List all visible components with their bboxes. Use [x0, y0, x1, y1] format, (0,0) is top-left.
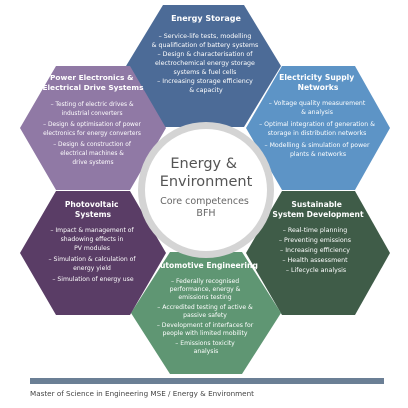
center-circle-face [145, 129, 267, 251]
hexagon-electricity-supply: Electricity Supply Networks – Voltage qu… [246, 66, 390, 190]
hexagon-item: shadowing effects in [61, 236, 124, 243]
hexagon-item: systems & fuel cells [174, 69, 237, 76]
hexagon-items: – Impact & management of shadowing effec… [49, 227, 138, 283]
hexagon-item: passive safety [183, 312, 227, 319]
hexagon-item: electrical machines & [60, 151, 124, 157]
hexagon-item: – Impact & management of [50, 227, 134, 234]
hexagon-item: people with limited mobility [163, 330, 248, 337]
hexagon-item: energy yield [73, 265, 111, 272]
hexagon-item: – Design & optimisation of power [43, 122, 141, 128]
hexagon-item: – Increasing storage efficiency [157, 78, 253, 85]
hexagon-title-line: System Development [272, 210, 364, 219]
hexagon-shape [126, 5, 281, 127]
hexagon-item: – Design & characterisation of [158, 51, 254, 58]
hexagon-item: – Increasing efficiency [280, 247, 350, 254]
hexagon-item: – Simulation of energy use [52, 276, 133, 283]
hexagon-title: Sustainable System Development [272, 200, 364, 219]
hexagon-item: – Optimal integration of generation & [259, 121, 375, 128]
hexagon-item: – Design & construction of [53, 142, 132, 148]
hexagon-item: – Real-time planning [283, 227, 348, 234]
hexagon-shape [246, 191, 390, 315]
hexagon-title-line: Energy Storage [171, 14, 241, 23]
hexagon-items: – Real-time planning – Preventing emissi… [279, 227, 353, 274]
hexagon-title-line: Power Electronics & [50, 73, 134, 82]
hexagon-item: – Service-life tests, modelling [159, 33, 252, 40]
hexagon-item: – Emissions toxicity [175, 340, 235, 347]
hexagon-items: – Testing of electric drives & industria… [43, 102, 143, 166]
center-title-line: Environment [160, 174, 253, 190]
hexagon-title-line: Automotive Engineering [154, 261, 258, 270]
hexagon-item: electrochemical energy storage [155, 60, 255, 67]
hexagon-shape [20, 191, 166, 315]
hexagon-automotive-engineering: Automotive Engineering – Federally recog… [131, 252, 281, 374]
hexagon-item: – Lifecycle analysis [286, 267, 346, 274]
hexagon-item: – Accredited testing of active & [157, 304, 253, 311]
hexagon-item: emissions testing [178, 294, 231, 301]
hexagon-item: & analysis [301, 109, 333, 116]
hexagon-title: Photovoltaic Systems [65, 200, 121, 219]
hexagon-item: & capacity [189, 87, 223, 94]
center-title-line: Energy & [170, 156, 237, 172]
hexagon-item: – Testing of electric drives & [51, 102, 134, 108]
hexagon-title-line: Sustainable [291, 200, 341, 209]
hexagon-shape [20, 66, 166, 190]
hexagon-item: – Development of interfaces for [157, 322, 254, 329]
hexagon-title-line: Electrical Drive Systems [42, 83, 144, 92]
hexagon-title-line: Electricity Supply [279, 73, 354, 82]
footer-caption: Master of Science in Engineering MSE / E… [30, 389, 254, 398]
hexagon-item: drive systems [72, 160, 113, 166]
hexagon-title: Automotive Engineering [154, 261, 258, 270]
hexagon-item: plants & networks [290, 151, 346, 158]
hexagon-title: Energy Storage [171, 14, 241, 23]
hexagon-item: & qualification of battery systems [152, 42, 259, 49]
hexagon-item: – Federally recognised [171, 278, 239, 285]
hexagon-items: – Voltage quality measurement & analysis… [259, 100, 377, 158]
hexagon-item: PV modules [74, 245, 110, 252]
hexagon-item: industrial converters [62, 111, 123, 117]
hexagon-item: – Voltage quality measurement [269, 100, 366, 107]
hexagon-item: analysis [194, 348, 219, 355]
hexagon-sustainable-development: Sustainable System Development – Real-ti… [246, 191, 390, 315]
hexagon-item: electronics for energy converters [43, 131, 141, 137]
hexagon-power-electronics: Power Electronics & Electrical Drive Sys… [20, 66, 166, 190]
hexagon-item: – Health assessment [282, 257, 348, 264]
center-subtitle-line: Core competences [160, 196, 249, 207]
hexagon-shape [131, 252, 281, 374]
hexagon-title: Electricity Supply Networks [279, 73, 357, 92]
hexagon-shape [246, 66, 390, 190]
hexagon-items: – Service-life tests, modelling & qualif… [152, 33, 261, 94]
center-subtitle-line: BFH [196, 208, 215, 219]
hexagon-item: storage in distribution networks [268, 130, 367, 137]
hexagon-item: – Simulation & calculation of [49, 256, 137, 263]
center-title: Energy & Environment [160, 156, 253, 190]
hexagon-energy-storage: Energy Storage – Service-life tests, mod… [126, 5, 281, 127]
center-subtitle: Core competences BFH [160, 196, 252, 219]
hexagon-title-line: Networks [298, 83, 339, 92]
hexagon-item: – Modelling & simulation of power [265, 142, 370, 149]
center-circle: Energy & Environment Core competences BF… [138, 122, 274, 258]
hexagon-title-line: Photovoltaic [65, 200, 119, 209]
hexagon-title: Power Electronics & Electrical Drive Sys… [42, 73, 144, 92]
hexagon-items: – Federally recognised performance, ener… [157, 278, 255, 355]
hexagon-item: performance, energy & [170, 286, 241, 293]
footer-bar [30, 378, 384, 384]
hexagon-photovoltaic-systems: Photovoltaic Systems – Impact & manageme… [20, 191, 166, 315]
hexagon-title-line: Systems [75, 210, 112, 219]
hexagon-item: – Preventing emissions [279, 237, 351, 244]
